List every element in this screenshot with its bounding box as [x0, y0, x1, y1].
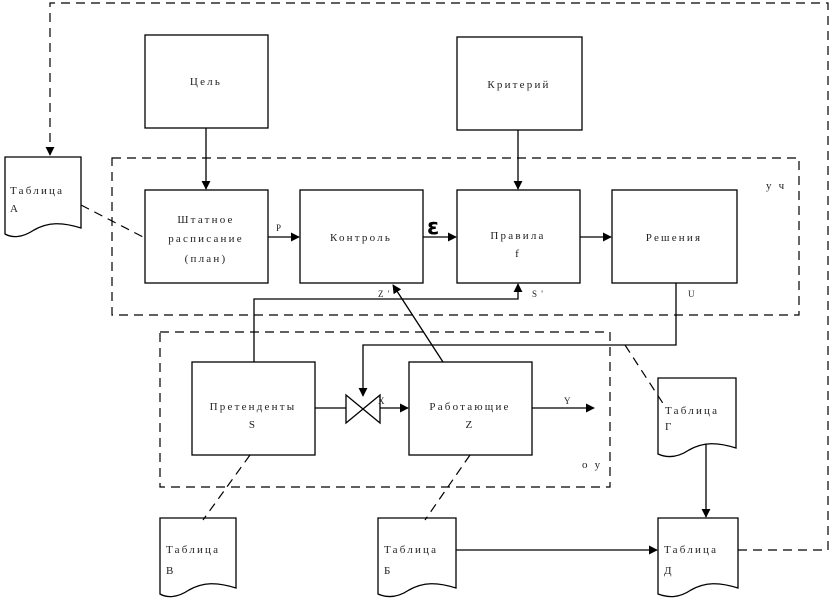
- signal-x: X: [378, 396, 386, 406]
- control-block: [299, 189, 424, 284]
- svg-text:А: А: [10, 203, 20, 215]
- svg-text:Б: Б: [384, 565, 393, 577]
- table-g-doc: Таблица Г: [657, 377, 737, 458]
- outer-feedback-loop: [45, 2, 829, 551]
- signal-y: Y: [564, 396, 572, 406]
- candidates-block: [191, 361, 316, 456]
- goal-label: Цель: [190, 76, 222, 88]
- signal-epsilon: ε: [427, 215, 439, 240]
- staff-schedule-block: [144, 189, 269, 284]
- staff-schedule-label-3: (план): [185, 253, 228, 265]
- workers-block: [408, 361, 533, 456]
- control-label: Контроль: [330, 232, 392, 244]
- valve-symbol: [345, 393, 381, 425]
- controlled-object-label: о у: [582, 459, 602, 471]
- candidates-label-1: Претенденты: [210, 401, 297, 413]
- svg-text:Д: Д: [664, 565, 674, 577]
- arrow-decisions-to-valve: [358, 283, 677, 397]
- staff-schedule-label-2: расписание: [168, 233, 244, 245]
- control-system-boundary: [111, 157, 800, 316]
- arrow-candidates-to-rules: [253, 283, 523, 362]
- svg-text:Таблица: Таблица: [384, 544, 438, 556]
- control-system-label: у ч: [766, 180, 786, 192]
- rules-label-1: Правила: [490, 230, 545, 242]
- criterion-label: Критерий: [487, 79, 550, 91]
- svg-text:Таблица: Таблица: [664, 544, 718, 556]
- dash-table-a-to-staff: [80, 204, 146, 239]
- svg-text:Таблица: Таблица: [665, 405, 719, 417]
- table-d-doc: Таблица Д: [657, 517, 739, 598]
- table-v-doc: Таблица В: [159, 517, 237, 598]
- svg-text:Таблица: Таблица: [10, 185, 64, 197]
- dash-workers-to-table-b: [424, 454, 471, 521]
- candidates-label-2: S: [249, 419, 257, 431]
- criterion-block: [456, 36, 583, 131]
- signal-s-prime: S ': [532, 289, 544, 299]
- table-a-doc: Таблица А: [4, 156, 82, 238]
- decisions-label: Решения: [646, 232, 702, 244]
- signal-u: U: [688, 289, 696, 299]
- arrow-workers-to-control: [392, 284, 444, 363]
- svg-text:Г: Г: [665, 421, 674, 433]
- dash-candidates-to-table-v: [202, 454, 251, 521]
- controlled-object-boundary: [159, 331, 611, 488]
- goal-block: [144, 34, 269, 129]
- workers-label-2: Z: [466, 419, 475, 431]
- rules-label-2: f: [515, 248, 521, 260]
- rules-block: [456, 189, 581, 284]
- workers-label-1: Работающие: [429, 401, 510, 413]
- signal-z-prime: Z ': [378, 289, 390, 299]
- dash-decisions-to-table-g: [624, 344, 667, 409]
- decisions-block: [611, 189, 738, 284]
- staff-schedule-label-1: Штатное: [177, 214, 234, 226]
- svg-text:Таблица: Таблица: [166, 544, 220, 556]
- table-b-doc: Таблица Б: [377, 517, 457, 598]
- svg-text:В: В: [166, 565, 176, 577]
- signal-p: P: [276, 223, 282, 233]
